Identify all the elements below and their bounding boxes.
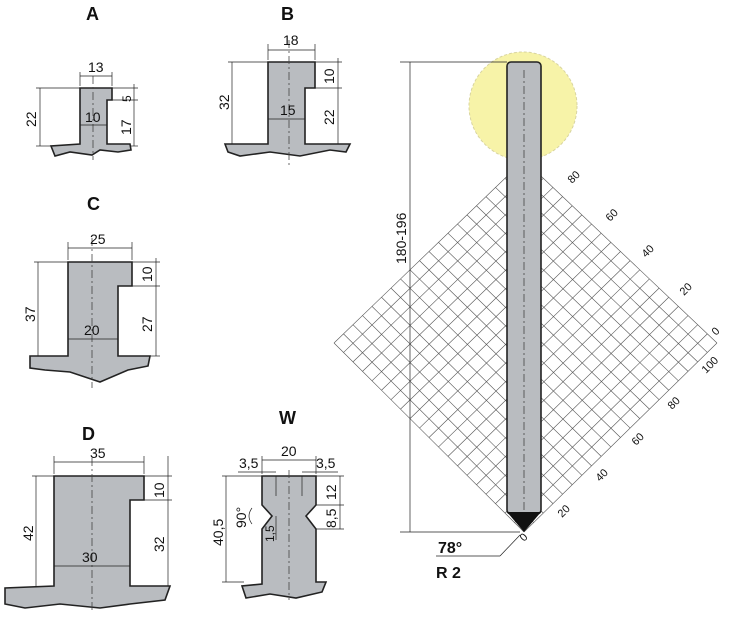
profile-c-step-dim: 10 xyxy=(139,266,155,282)
profile-w-angle-dim: 90° xyxy=(233,507,249,528)
scale-lower-20: 20 xyxy=(556,503,573,520)
profile-c: C 25 37 10 27 20 xyxy=(22,194,160,388)
profile-a-body xyxy=(49,87,132,157)
scale-lower-100: 100 xyxy=(700,355,721,376)
profile-b-title: B xyxy=(281,4,294,24)
profile-w-body xyxy=(240,475,328,599)
profile-b-lower-dim: 22 xyxy=(321,109,337,125)
profile-a-height-dim: 22 xyxy=(23,111,39,127)
profile-d-title: D xyxy=(82,424,95,444)
angle-grid xyxy=(333,159,718,533)
scale-lower-40: 40 xyxy=(594,467,611,484)
profile-w-right-offset-dim: 3,5 xyxy=(316,455,336,471)
profile-w-upper-dim: 12 xyxy=(323,484,339,500)
profile-d-neck-dim: 30 xyxy=(82,549,98,565)
scale-upper-20: 20 xyxy=(678,281,695,298)
profile-c-title: C xyxy=(87,194,100,214)
punch-angle-label: 78° xyxy=(438,540,462,557)
profile-c-lower-dim: 27 xyxy=(139,316,155,332)
profile-a-lower-dim: 17 xyxy=(118,119,134,135)
scale-lower-60: 60 xyxy=(630,431,647,448)
profile-c-height-dim: 37 xyxy=(22,306,38,322)
profile-d-body xyxy=(4,475,172,609)
profile-d-lower-dim: 32 xyxy=(151,536,167,552)
profile-w-height-dim: 40,5 xyxy=(210,519,226,546)
profile-d-height-dim: 42 xyxy=(20,525,36,541)
profile-w-top-dim: 20 xyxy=(281,443,297,459)
profile-w: W 20 3,5 3,5 40,5 90° 1,5 12 8,5 xyxy=(210,408,344,600)
profile-d: D 35 42 10 32 30 xyxy=(4,424,172,612)
punch-length-dim: 180-196 xyxy=(393,212,409,264)
punch-tip xyxy=(507,512,541,532)
profile-b-height-dim: 32 xyxy=(216,94,232,110)
profile-d-top-dim: 35 xyxy=(90,445,106,461)
profile-w-groove-dim: 1,5 xyxy=(263,525,277,542)
scale-upper-0: 0 xyxy=(710,325,723,338)
scale-lower-80: 80 xyxy=(666,395,683,412)
punch-drawing: 180-196 78° R 2 0 20 40 60 80 0 20 40 60… xyxy=(333,51,723,582)
profile-a-neck-dim: 10 xyxy=(85,109,101,125)
profile-a-title: A xyxy=(86,4,99,24)
profile-b: B 18 32 10 22 15 xyxy=(216,4,352,168)
scale-upper-40: 40 xyxy=(640,243,657,260)
profile-a-step-dim: 5 xyxy=(120,95,134,102)
profile-b-step-dim: 10 xyxy=(321,68,337,84)
scale-upper-60: 60 xyxy=(604,207,621,224)
profile-b-neck-dim: 15 xyxy=(280,102,296,118)
scale-upper-80: 80 xyxy=(566,169,583,186)
profile-c-neck-dim: 20 xyxy=(84,322,100,338)
scale-lower-0: 0 xyxy=(518,531,531,544)
profile-a: A 13 22 5 17 10 xyxy=(23,4,138,160)
profile-w-left-offset-dim: 3,5 xyxy=(239,455,259,471)
punch-radius-label: R 2 xyxy=(436,565,461,582)
profile-d-step-dim: 10 xyxy=(151,482,167,498)
profile-c-top-dim: 25 xyxy=(90,231,106,247)
profile-w-groove-pos-dim: 8,5 xyxy=(323,508,339,528)
profile-b-top-dim: 18 xyxy=(283,32,299,48)
profile-w-title: W xyxy=(279,408,296,428)
profile-a-top-dim: 13 xyxy=(88,59,104,75)
